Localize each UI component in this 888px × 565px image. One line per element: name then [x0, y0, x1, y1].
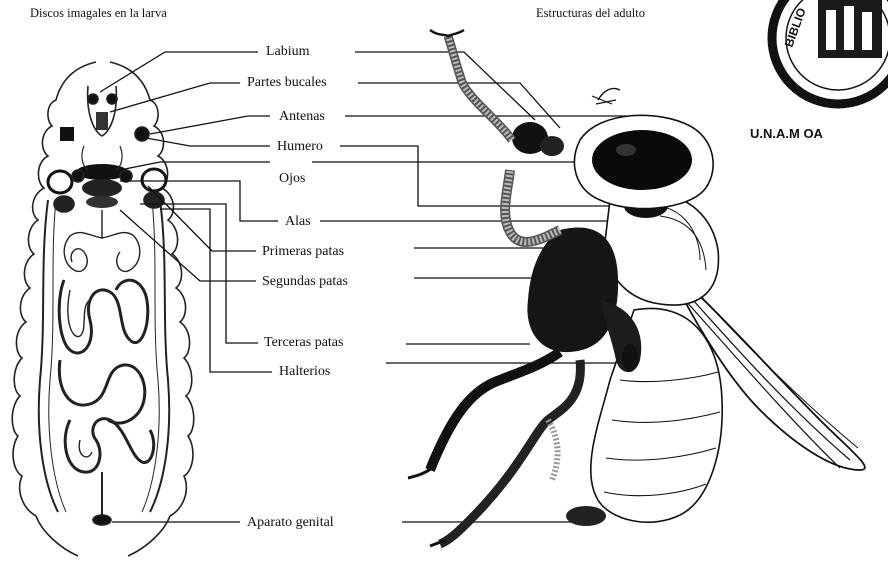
- library-stamp: BIBLIO U.N.A.M OA: [750, 0, 888, 141]
- stamp-arc-text: BIBLIO: [782, 6, 809, 49]
- adult-fly-illustration: [408, 30, 865, 546]
- stamp-caption: U.N.A.M OA: [750, 126, 824, 141]
- larva-illustration: [12, 62, 194, 556]
